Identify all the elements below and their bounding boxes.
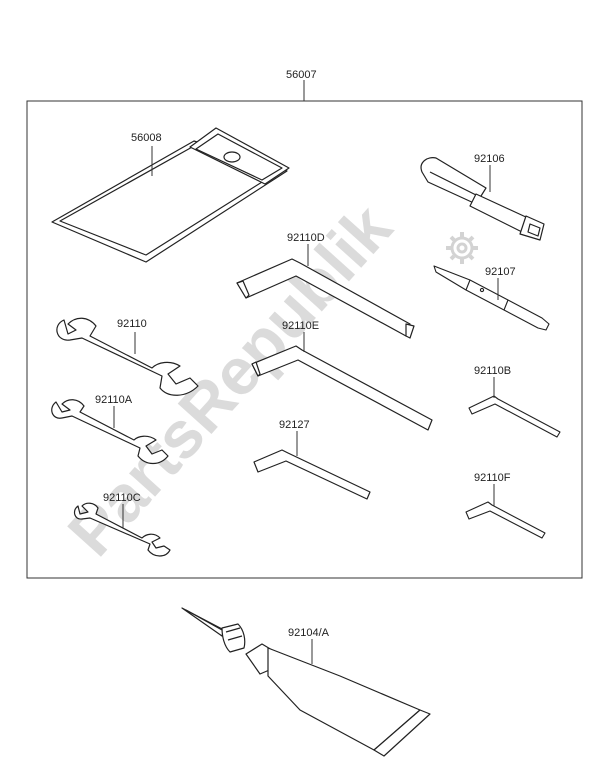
hex-key-e-label: 92110E xyxy=(282,320,319,332)
hex-key-92127 xyxy=(253,449,371,500)
wrench-a xyxy=(51,399,169,465)
hex-key-f xyxy=(465,501,546,539)
hex-key-f-label: 92110F xyxy=(474,472,511,484)
gear-icon xyxy=(446,232,478,264)
wrench-main xyxy=(56,317,199,396)
wrench-c-label: 92110C xyxy=(103,492,141,504)
tool-bag xyxy=(51,127,290,263)
hex-key-d-label: 92110D xyxy=(287,232,325,244)
wrench-c xyxy=(73,502,171,557)
screwdriver-tip-label: 92107 xyxy=(485,266,516,278)
grease-tube-label: 92104/A xyxy=(288,627,330,639)
grease-tube xyxy=(181,607,431,757)
screwdriver xyxy=(420,157,545,241)
screwdriver-tip xyxy=(433,265,550,331)
assembly-label: 56007 xyxy=(286,69,317,81)
hex-key-d xyxy=(236,258,415,339)
screwdriver-label: 92106 xyxy=(474,153,505,165)
hex-key-b-label: 92110B xyxy=(474,365,511,377)
wrench-main-label: 92110 xyxy=(117,318,147,330)
tool-bag-label: 56008 xyxy=(131,132,162,144)
hex-key-92127-label: 92127 xyxy=(279,419,310,431)
wrench-a-label: 92110A xyxy=(95,394,133,406)
hex-key-b xyxy=(468,395,561,438)
hex-key-e xyxy=(251,345,433,431)
